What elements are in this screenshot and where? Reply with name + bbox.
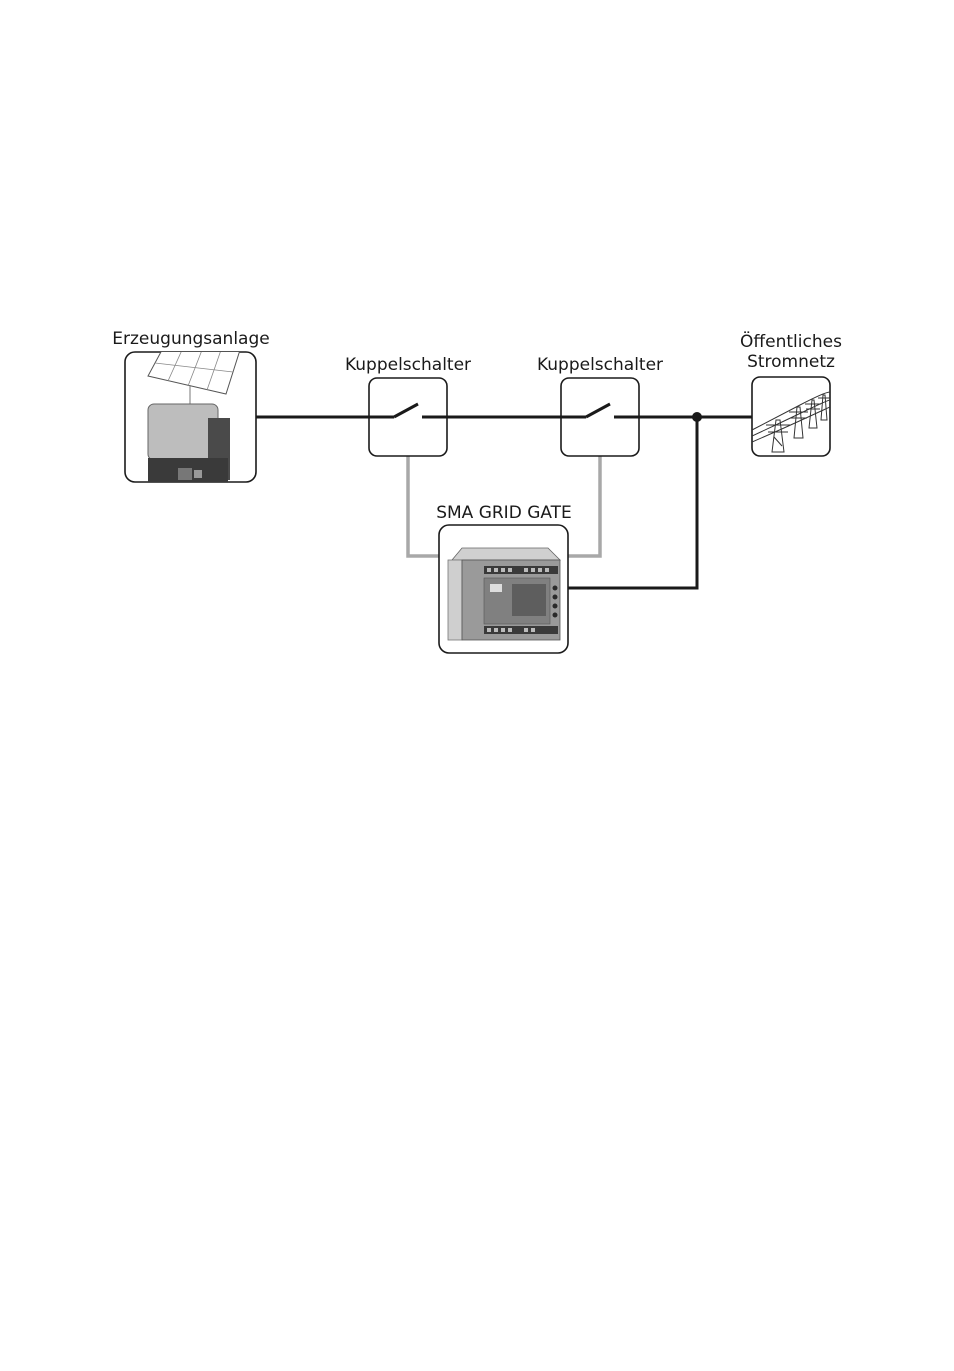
switch-open-icon <box>369 402 447 419</box>
grid-gate-box <box>438 524 569 654</box>
grid-gate-device-icon <box>447 547 561 641</box>
solar-inverter-icon <box>147 352 241 482</box>
control-line-switch-1 <box>406 456 440 558</box>
control-line-switch-2 <box>568 456 602 558</box>
grid-label-line1: Öffentliches <box>740 330 842 352</box>
switch-1-box <box>368 377 448 457</box>
switch-2-label: Kuppelschalter <box>537 355 663 375</box>
switch-1-label: Kuppelschalter <box>345 355 471 375</box>
generator-box <box>124 351 257 483</box>
grid-label-line2: Stromnetz <box>747 352 835 372</box>
power-line-junction-gridgate <box>568 417 699 590</box>
power-tower-icon <box>752 391 830 453</box>
generator-label: Erzeugungsanlage <box>112 329 269 349</box>
junction-dot <box>692 412 702 422</box>
control-lines <box>406 456 602 558</box>
grid-gate-label: SMA GRID GATE <box>436 503 572 523</box>
switch-open-icon <box>561 402 639 419</box>
switch-2-box <box>560 377 640 457</box>
grid-box <box>751 376 831 457</box>
